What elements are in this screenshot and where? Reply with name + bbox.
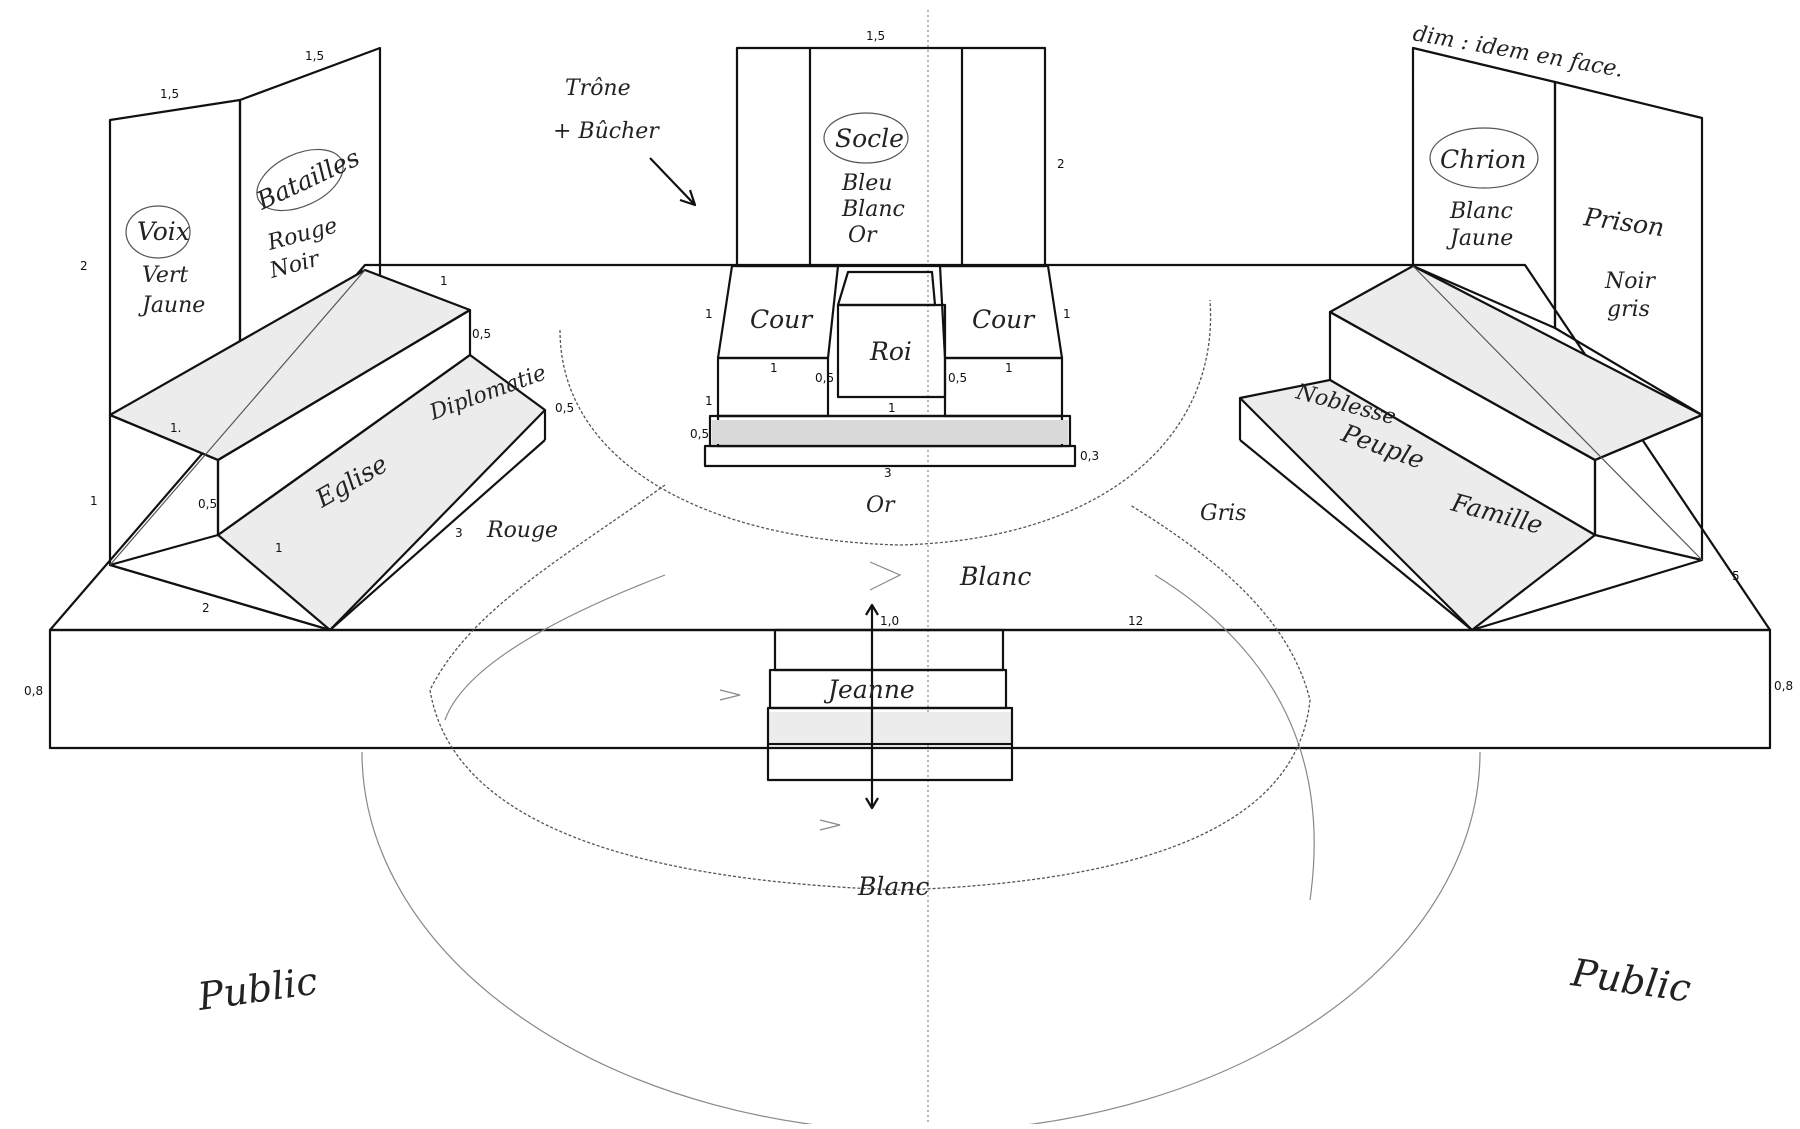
dim-1-left: 1 (90, 494, 98, 508)
dimension-labels: 1,5 1,5 2 1 0,5 0,5 1. 0,5 1 1 3 2 1,5 2… (24, 29, 1793, 698)
label-voix-color-2: Jaune (138, 293, 205, 318)
label-trone-2: + Bûcher (553, 119, 660, 144)
wavy-zone-blanc (429, 484, 1311, 891)
panel-socle (735, 46, 1047, 268)
light-arc-left (444, 574, 666, 721)
lighting-zones (361, 10, 1481, 1129)
label-public-left: Public (194, 959, 320, 1019)
dim-0-3: 0,3 (1080, 449, 1099, 463)
trone-arrow (649, 157, 697, 207)
dim-1-bot: 1 (275, 541, 283, 555)
label-socle: Socle (835, 124, 904, 153)
dim-1-step: 1. (170, 421, 181, 435)
label-voix-color-1: Vert (142, 263, 188, 288)
left-step-front-edge (329, 439, 546, 631)
dim-2-right: 2 (1057, 157, 1065, 171)
dim-0-5-base: 0,5 (690, 427, 709, 441)
label-roi: Roi (869, 337, 912, 366)
label-rouge: Rouge (486, 518, 558, 543)
dim-0-8-r: 0,8 (1774, 679, 1793, 693)
left-step-lower-top (218, 355, 545, 630)
dim-0-5-b: 0,5 (555, 401, 574, 415)
label-prison-color-1: Noir (1604, 269, 1657, 294)
block-roi-front (836, 303, 947, 399)
dim-1-cour-l2: 1 (770, 361, 778, 375)
direction-arrow-1 (869, 561, 902, 591)
dim-5: 5 (1732, 569, 1740, 583)
dim-12: 12 (1128, 614, 1143, 628)
direction-arrow-2 (719, 689, 741, 701)
block-cour-right-front (943, 356, 1064, 418)
right-step-lower-outline (1238, 378, 1597, 632)
wavy-zone-or (559, 299, 1212, 546)
dim-1-cour-l: 1 (705, 307, 713, 321)
dim-2-left: 2 (80, 259, 88, 273)
label-socle-color-1: Bleu (841, 171, 892, 196)
socle-circle (823, 112, 909, 164)
label-socle-color-3: Or (848, 223, 878, 248)
label-voix: Voix (137, 217, 190, 246)
label-blanc-bottom: Blanc (857, 872, 929, 901)
right-step-lower-top (1240, 380, 1595, 630)
right-step-bottom-edge (1471, 558, 1703, 632)
label-prison-color-2: gris (1607, 297, 1650, 322)
right-diagonal (1412, 265, 1703, 561)
jeanne-arrow-up (865, 603, 879, 616)
label-cour-left: Cour (750, 305, 814, 334)
right-scenery (1238, 46, 1704, 632)
dim-3-base: 3 (884, 466, 892, 480)
jeanne-arrow-down (865, 797, 879, 810)
label-gris: Gris (1200, 501, 1246, 526)
left-diagonal (109, 269, 366, 566)
light-arc-right (1154, 574, 1315, 901)
dim-0-8-l: 0,8 (24, 684, 43, 698)
dim-0-5-a: 0,5 (472, 327, 491, 341)
chrion-circle (1429, 127, 1539, 189)
dim-0-5-c: 0,5 (198, 497, 217, 511)
label-prison: Prison (1581, 202, 1666, 242)
dim-1-cour-r2: 1 (1005, 361, 1013, 375)
right-step-upper-top (1330, 266, 1702, 460)
label-cour-right: Cour (972, 305, 1036, 334)
label-socle-color-2: Blanc (841, 197, 905, 222)
dim-3: 3 (455, 526, 463, 540)
block-roi-top (836, 270, 937, 307)
label-jeanne: Jeanne (823, 675, 915, 704)
label-chrion-color-2: Jaune (1446, 226, 1513, 251)
batailles-circle (256, 148, 344, 212)
label-public-right: Public (1568, 950, 1694, 1010)
label-or: Or (866, 493, 896, 518)
throne-base-shade (712, 420, 1068, 444)
dim-2-bot: 2 (202, 601, 210, 615)
dim-1-base-l: 1 (705, 394, 713, 408)
dim-1-5-b: 1,5 (305, 49, 324, 63)
direction-arrow-3 (819, 819, 841, 831)
dim-0-5-roi-l: 0,5 (815, 371, 834, 385)
dim-1-top: 1 (440, 274, 448, 288)
audience-circle (361, 751, 1481, 1129)
dim-1-5-a: 1,5 (160, 87, 179, 101)
throne-base-lower (703, 444, 1077, 468)
left-step-bottom-edge (109, 563, 331, 632)
label-chrion: Chrion (1440, 145, 1526, 174)
left-scenery (108, 46, 547, 632)
label-blanc-mid: Blanc (959, 562, 1031, 591)
dim-1-cour-r: 1 (1063, 307, 1071, 321)
jeanne-step-3-shade (768, 712, 1012, 742)
label-chrion-color-1: Blanc (1449, 199, 1513, 224)
dim-1-base: 1 (888, 401, 896, 415)
left-step-upper-top (110, 270, 470, 460)
right-step-front-edge (1239, 439, 1473, 631)
jeanne-step-1 (773, 628, 1005, 672)
jeanne-steps (766, 603, 1014, 810)
label-trone-1: Trône (565, 76, 631, 101)
voix-circle (125, 205, 191, 259)
dim-1-5-c: 1,5 (866, 29, 885, 43)
dim-0-5-roi-r: 0,5 (948, 371, 967, 385)
center-scenery (703, 46, 1077, 468)
dim-1-0: 1,0 (880, 614, 899, 628)
